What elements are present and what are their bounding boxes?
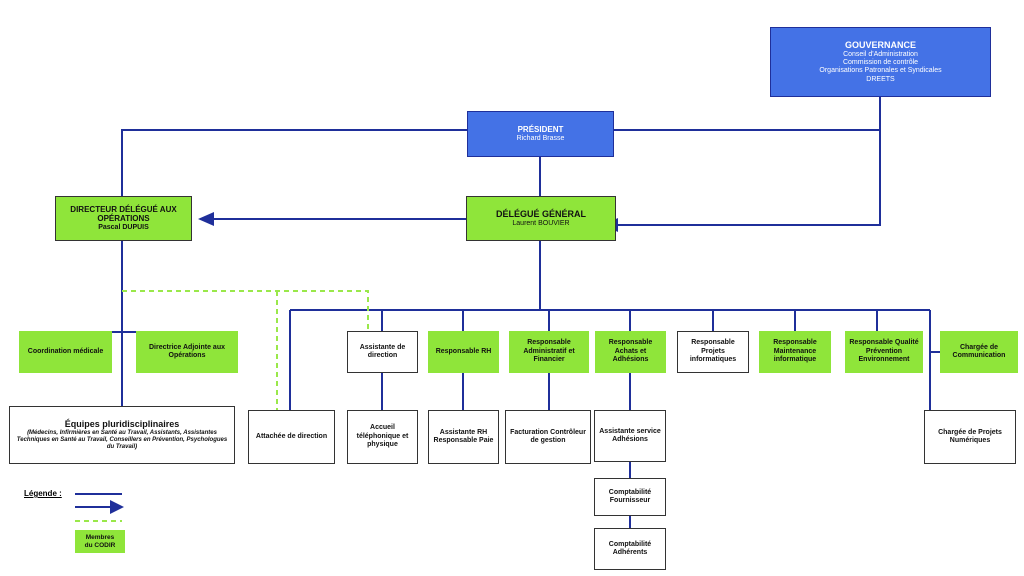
chargee-communication-box: Chargée de Communication xyxy=(940,331,1018,373)
assistante-adhesions-box: Assistante service Adhésions xyxy=(594,410,666,462)
solid-connectors xyxy=(75,97,940,528)
responsable-achats-label: Responsable Achats et Adhésions xyxy=(608,339,653,364)
coordination-medicale-box: Coordination médicale xyxy=(19,331,112,373)
assistante-direction-label: Assistante de direction xyxy=(359,343,406,359)
gouvernance-line: Conseil d'Administration xyxy=(843,50,918,58)
president-title: PRÉSIDENT xyxy=(517,125,564,134)
gouvernance-line: Commission de contrôle xyxy=(842,59,919,66)
delegue-general-title: DÉLÉGUÉ GÉNÉRAL xyxy=(495,208,586,219)
legend-codir-label: Membres du CODIR xyxy=(84,533,116,549)
governance-top-bar-line xyxy=(121,129,880,196)
responsable-qualite-label: Responsable Qualité Prévention Environne… xyxy=(849,339,919,364)
directeur-operations-title: DIRECTEUR DÉLÉGUÉ AUX OPÉRATIONS xyxy=(70,204,177,224)
accueil-label: Accueil téléphonique et physique xyxy=(356,424,409,449)
responsable-admin-box: Responsable Administratif et Financier xyxy=(509,331,589,373)
responsable-rh-label: Responsable RH xyxy=(435,347,492,355)
comptabilite-adherents-box: Comptabilité Adhérents xyxy=(594,528,666,570)
responsable-rh-box: Responsable RH xyxy=(428,331,499,373)
assistante-rh-label: Assistante RH Responsable Paie xyxy=(433,428,494,444)
equipes-detail: (Médecins, Infirmières en Santé au Trava… xyxy=(16,429,228,450)
directeur-operations-name: Pascal DUPUIS xyxy=(98,223,149,231)
equipes-box: Équipes pluridisciplinaires (Médecins, I… xyxy=(9,406,235,464)
codir-dashed-connectors xyxy=(75,290,369,522)
responsable-achats-box: Responsable Achats et Adhésions xyxy=(595,331,666,373)
accueil-box: Accueil téléphonique et physique xyxy=(347,410,418,464)
legend-codir-swatch: Membres du CODIR xyxy=(75,530,125,553)
coordination-medicale-label: Coordination médicale xyxy=(27,347,104,355)
directrice-adjointe-box: Directrice Adjointe aux Opérations xyxy=(136,331,238,373)
chargee-projets-numeriques-label: Chargée de Projets Numériques xyxy=(938,428,1002,444)
gouvernance-to-delegue-line xyxy=(616,97,881,226)
delegue-general-box: DÉLÉGUÉ GÉNÉRAL Laurent BOUVIER xyxy=(466,196,616,241)
gouvernance-line: DREETS xyxy=(866,75,895,83)
assistante-direction-box: Assistante de direction xyxy=(347,331,418,373)
delegue-general-name: Laurent BOUVIER xyxy=(512,219,570,227)
legend-label: Légende : xyxy=(24,489,62,498)
president-name: Richard Brasse xyxy=(516,134,565,142)
comptabilite-fournisseur-label: Comptabilité Fournisseur xyxy=(608,488,652,504)
responsable-projets-box: Responsable Projets informatiques xyxy=(677,331,749,373)
facturation-box: Facturation Contrôleur de gestion xyxy=(505,410,591,464)
attachee-direction-label: Attachée de direction xyxy=(255,432,328,440)
comptabilite-fournisseur-box: Comptabilité Fournisseur xyxy=(594,478,666,516)
equipes-title: Équipes pluridisciplinaires xyxy=(64,418,180,429)
chargee-projets-numeriques-box: Chargée de Projets Numériques xyxy=(924,410,1016,464)
comptabilite-adherents-label: Comptabilité Adhérents xyxy=(608,540,652,556)
responsable-projets-label: Responsable Projets informatiques xyxy=(689,339,737,364)
legend-arrow-icon xyxy=(110,500,124,514)
dashed-to-assistante-line xyxy=(122,290,369,331)
facturation-label: Facturation Contrôleur de gestion xyxy=(510,428,586,444)
arrow-to-directeur-icon xyxy=(198,212,214,226)
president-box: PRÉSIDENT Richard Brasse xyxy=(467,111,614,157)
chargee-communication-label: Chargée de Communication xyxy=(952,343,1006,359)
gouvernance-title: GOUVERNANCE xyxy=(844,39,916,50)
responsable-qualite-box: Responsable Qualité Prévention Environne… xyxy=(845,331,923,373)
responsable-maintenance-label: Responsable Maintenance informatique xyxy=(773,339,817,364)
gouvernance-box: GOUVERNANCE Conseil d'Administration Com… xyxy=(770,27,991,97)
gouvernance-line: Organisations Patronales et Syndicales xyxy=(819,67,942,75)
assistante-rh-box: Assistante RH Responsable Paie xyxy=(428,410,499,464)
responsable-admin-label: Responsable Administratif et Financier xyxy=(523,339,575,364)
assistante-adhesions-label: Assistante service Adhésions xyxy=(599,427,661,443)
directeur-operations-box: DIRECTEUR DÉLÉGUÉ AUX OPÉRATIONS Pascal … xyxy=(55,196,192,241)
directrice-adjointe-label: Directrice Adjointe aux Opérations xyxy=(149,343,225,359)
responsable-maintenance-box: Responsable Maintenance informatique xyxy=(759,331,831,373)
attachee-direction-box: Attachée de direction xyxy=(248,410,335,464)
